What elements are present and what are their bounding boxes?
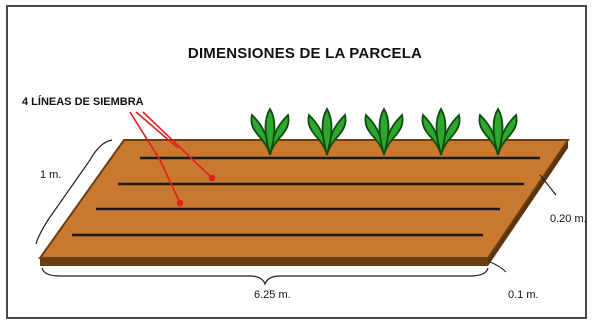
arrow-head bbox=[176, 199, 184, 207]
plant-leaf bbox=[378, 107, 390, 156]
plant-leaf bbox=[492, 107, 504, 156]
plant-leaf bbox=[321, 107, 333, 156]
plant-leaf bbox=[435, 107, 447, 156]
edge-label: 0.1 m. bbox=[508, 289, 539, 301]
edge-brace bbox=[489, 261, 507, 273]
arrow-head bbox=[208, 174, 216, 182]
arrow bbox=[129, 111, 161, 161]
sowing-lines-label: 4 LÍNEAS DE SIEMBRA bbox=[22, 95, 144, 108]
diagram-title: DIMENSIONES DE LA PARCELA bbox=[188, 45, 422, 62]
plant bbox=[307, 107, 347, 156]
label-arrows bbox=[129, 111, 216, 207]
spacing-brace bbox=[539, 174, 557, 196]
plot-side-edge bbox=[488, 140, 568, 266]
width-brace bbox=[35, 139, 113, 245]
width-label: 1 m. bbox=[40, 169, 61, 181]
plant bbox=[364, 107, 404, 156]
plant bbox=[250, 107, 290, 156]
sowing-lines bbox=[72, 156, 540, 237]
plant bbox=[421, 107, 461, 156]
plants-row bbox=[250, 107, 518, 156]
plant-leaf bbox=[264, 107, 276, 156]
spacing-label: 0.20 m. bbox=[550, 213, 587, 225]
plot-front-edge bbox=[40, 258, 488, 266]
plant bbox=[478, 107, 518, 156]
plot-surface bbox=[38, 139, 570, 259]
arrow bbox=[135, 111, 179, 149]
arrow bbox=[159, 159, 181, 204]
arrow bbox=[142, 111, 213, 179]
length-label: 6.25 m. bbox=[254, 289, 291, 301]
length-brace bbox=[41, 267, 489, 286]
